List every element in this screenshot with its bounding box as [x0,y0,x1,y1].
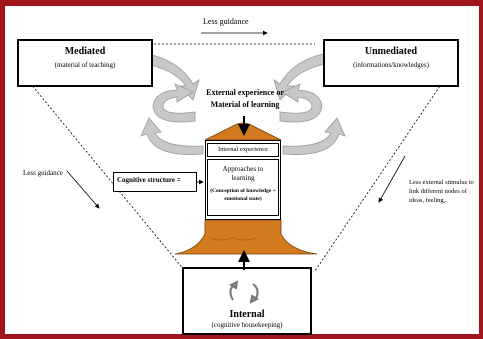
right-stimulus-label: Less external stimulus to link different… [409,179,474,204]
mountain-shade [210,237,258,241]
internal-box: Internal (cognitive housekeeping) [182,267,312,335]
gray-arrow-left-bottom [140,117,204,155]
internal-experience-box: Internal experience [207,143,279,157]
unmediated-title: Unmediated [364,46,418,57]
unmediated-subtitle: (informations/knowledges) [353,61,429,69]
cycle-arrows-icon [228,280,260,304]
internal-experience-label: Internal experience [218,146,268,153]
diagram-canvas: Less guidance Mediated (material of teac… [5,6,479,335]
left-dotted-line [29,82,186,272]
right-dotted-line [314,82,443,272]
left-guidance-label: Less guidance [23,169,63,177]
gray-arrow-right-loop [279,83,323,123]
conception-line1: (Conception of knowledge + [210,188,276,194]
approaches-line1: Approaches to [222,165,264,173]
cognitive-inner-box: Internal experience Approaches to learni… [205,140,281,220]
center-line1: External experience or [206,88,284,97]
approaches-line2: learning [231,174,255,182]
diagram-graphics [29,30,443,304]
center-line2: Material of learning [210,100,280,109]
top-guidance-label: Less guidance [203,17,249,26]
gray-arrow-left-loop [152,83,196,123]
mountain-base [174,219,318,255]
internal-title: Internal [229,309,265,320]
gray-arrow-right-bottom [282,117,346,155]
mediated-box: Mediated (material of teaching) [17,39,153,87]
mediated-subtitle: (material of teaching) [54,61,116,69]
cognitive-structure-label: Cognitive structure = [117,176,181,184]
mediated-title: Mediated [64,46,106,57]
conception-line2: emotional state) [224,196,262,202]
unmediated-box: Unmediated (informations/knowledges) [323,39,459,87]
cognitive-structure-box: Cognitive structure = [113,172,197,192]
approaches-box: Approaches to learning (Conception of kn… [207,159,279,216]
internal-subtitle: (cognitive housekeeping) [211,321,283,329]
right-stimulus-arrow [378,155,406,203]
left-guidance-arrow [66,170,100,209]
